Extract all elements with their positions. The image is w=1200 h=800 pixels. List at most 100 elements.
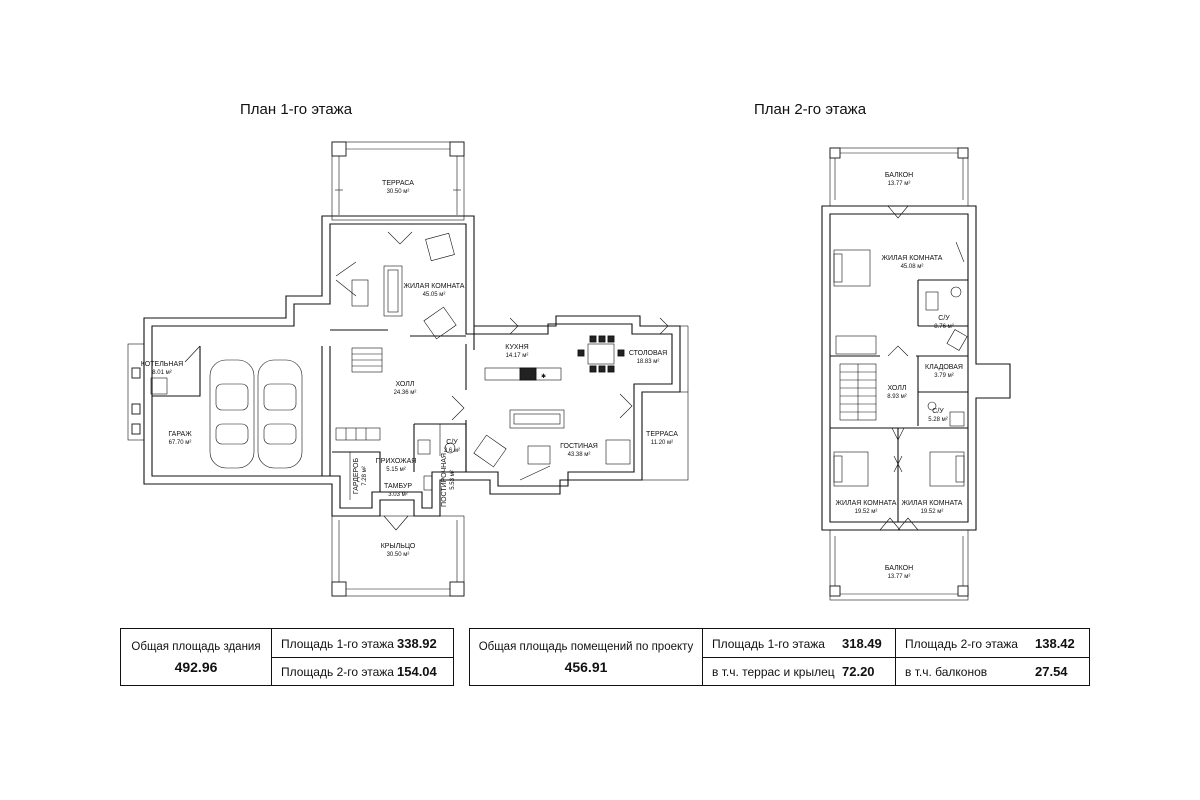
- svg-text:7.28 м²: 7.28 м²: [362, 466, 368, 485]
- svg-text:С/У: С/У: [932, 408, 944, 415]
- furniture-living: [351, 232, 457, 340]
- project-total-label: Общая площадь помещений по проекту: [478, 641, 694, 653]
- svg-text:8.76 м²: 8.76 м²: [934, 324, 953, 330]
- room-label-wc3: С/У 5.28 м²: [928, 408, 947, 423]
- floor1-walls: ✱: [127, 215, 689, 531]
- project-terraces-value: 72.20: [842, 664, 875, 679]
- svg-text:30.50 м²: 30.50 м²: [387, 189, 410, 195]
- svg-text:3.03 м²: 3.03 м²: [388, 492, 407, 498]
- room-label-vestibule: ТАМБУР 3.03 м²: [384, 483, 412, 498]
- svg-text:КРЫЛЬЦО: КРЫЛЬЦО: [381, 543, 416, 550]
- room-label-storage: КЛАДОВАЯ 3.79 м²: [925, 364, 963, 379]
- svg-text:11.20 м²: 11.20 м²: [651, 440, 673, 446]
- svg-text:3.6 м²: 3.6 м²: [444, 448, 460, 454]
- room-label-porch: КРЫЛЬЦО 30.50 м²: [381, 543, 416, 558]
- project-floor1-label: Площадь 1-го этажа: [712, 637, 825, 651]
- floor2-plan: БАЛКОН 13.77 м² ЖИЛАЯ КОМНАТА 45.08 м² С…: [821, 147, 1011, 601]
- room-label-balcony-top: БАЛКОН 13.77 м²: [885, 172, 913, 187]
- floor2-walls: [821, 147, 1011, 601]
- svg-text:30.50 м²: 30.50 м²: [387, 552, 410, 558]
- svg-text:5.53 м²: 5.53 м²: [450, 470, 456, 489]
- room-label-terrace-top: ТЕРРАСА 30.50 м²: [382, 180, 414, 195]
- project-floor1-value: 318.49: [842, 636, 882, 651]
- building-floor1-label: Площадь 1-го этажа: [281, 637, 394, 651]
- svg-text:13.77 м²: 13.77 м²: [888, 574, 911, 580]
- room-label-hall: ХОЛЛ 24.36 м²: [394, 381, 417, 396]
- room-label-kitchen: КУХНЯ 14.17 м²: [505, 344, 528, 359]
- svg-text:5.15 м²: 5.15 м²: [386, 467, 405, 473]
- svg-text:13.77 м²: 13.77 м²: [888, 181, 911, 187]
- svg-text:3.79 м²: 3.79 м²: [934, 373, 953, 379]
- project-floor2-value: 138.42: [1035, 636, 1075, 651]
- garage-cars: [209, 359, 303, 469]
- floor1-plan: ✱: [127, 141, 689, 597]
- svg-text:45.08 м²: 45.08 м²: [901, 264, 924, 270]
- room-label-hall2: ХОЛЛ 8.93 м²: [887, 385, 907, 400]
- building-floor2-value: 154.04: [397, 664, 437, 679]
- room-label-living: ЖИЛАЯ КОМНАТА 45.05 м²: [404, 283, 465, 298]
- svg-text:ПРИХОЖАЯ: ПРИХОЖАЯ: [376, 458, 417, 465]
- svg-text:ХОЛЛ: ХОЛЛ: [888, 385, 907, 392]
- svg-text:ЖИЛАЯ КОМНАТА: ЖИЛАЯ КОМНАТА: [836, 500, 897, 507]
- room-label-dining: СТОЛОВАЯ 18.83 м²: [629, 350, 667, 365]
- svg-text:СТОЛОВАЯ: СТОЛОВАЯ: [629, 350, 667, 357]
- svg-text:45.05 м²: 45.05 м²: [423, 292, 446, 298]
- svg-text:ГАРДЕРОБ: ГАРДЕРОБ: [353, 458, 360, 495]
- svg-text:ЖИЛАЯ КОМНАТА: ЖИЛАЯ КОМНАТА: [882, 255, 943, 262]
- room-label-garage: ГАРАЖ 67.70 м²: [168, 431, 192, 446]
- svg-text:БАЛКОН: БАЛКОН: [885, 565, 913, 572]
- svg-text:14.17 м²: 14.17 м²: [506, 353, 529, 359]
- building-total-value: 492.96: [174, 659, 218, 675]
- svg-text:ГОСТИНАЯ: ГОСТИНАЯ: [560, 443, 598, 450]
- room-label-boiler: КОТЕЛЬНАЯ 8.01 м²: [141, 361, 183, 376]
- svg-text:ТАМБУР: ТАМБУР: [384, 483, 412, 490]
- room-label-lounge: ГОСТИНАЯ 43.38 м²: [560, 443, 598, 458]
- svg-text:ПОСТИРОЧНАЯ: ПОСТИРОЧНАЯ: [441, 453, 448, 507]
- project-balconies-label: в т.ч. балконов: [905, 665, 988, 679]
- svg-text:8.93 м²: 8.93 м²: [887, 394, 906, 400]
- project-terraces-label: в т.ч. террас и крылец: [712, 665, 835, 679]
- room-label-wc2: С/У 8.76 м²: [934, 315, 953, 330]
- svg-text:ГАРАЖ: ГАРАЖ: [168, 431, 192, 438]
- room-label-entry: ПРИХОЖАЯ 5.15 м²: [376, 458, 417, 473]
- svg-text:5.28 м²: 5.28 м²: [928, 417, 947, 423]
- furniture-dining: [577, 335, 625, 373]
- svg-text:43.38 м²: 43.38 м²: [568, 452, 591, 458]
- svg-text:С/У: С/У: [446, 439, 458, 446]
- project-area-table: Общая площадь помещений по проекту 456.9…: [469, 628, 1090, 686]
- svg-text:19.52 м²: 19.52 м²: [855, 509, 878, 515]
- building-floor2-label: Площадь 2-го этажа: [281, 665, 394, 679]
- project-total-value: 456.91: [564, 659, 608, 675]
- terrace-top-structure: [331, 141, 465, 221]
- stairs-floor2: [839, 363, 877, 421]
- room-label-laundry: ПОСТИРОЧНАЯ 5.53 м²: [441, 453, 456, 507]
- room-label-wc1: С/У 3.6 м²: [444, 439, 460, 454]
- svg-text:ХОЛЛ: ХОЛЛ: [396, 381, 415, 388]
- svg-text:ЖИЛАЯ КОМНАТА: ЖИЛАЯ КОМНАТА: [902, 500, 963, 507]
- svg-text:КУХНЯ: КУХНЯ: [505, 344, 528, 351]
- room-label-bed-right: ЖИЛАЯ КОМНАТА 19.52 м²: [902, 500, 963, 515]
- furniture-lounge: [473, 409, 631, 481]
- svg-text:БАЛКОН: БАЛКОН: [885, 172, 913, 179]
- room-label-wardrobe: ГАРДЕРОБ 7.28 м²: [353, 458, 368, 495]
- room-label-bed-left: ЖИЛАЯ КОМНАТА 19.52 м²: [836, 500, 897, 515]
- floor-plans-drawing: ✱: [127, 141, 1011, 601]
- svg-text:С/У: С/У: [938, 315, 950, 322]
- stairs-floor1: [335, 347, 383, 441]
- svg-text:КЛАДОВАЯ: КЛАДОВАЯ: [925, 364, 963, 371]
- svg-text:8.01 м²: 8.01 м²: [152, 370, 171, 376]
- svg-text:ЖИЛАЯ КОМНАТА: ЖИЛАЯ КОМНАТА: [404, 283, 465, 290]
- svg-text:ТЕРРАСА: ТЕРРАСА: [382, 180, 414, 187]
- svg-text:КОТЕЛЬНАЯ: КОТЕЛЬНАЯ: [141, 361, 183, 368]
- porch-structure: [331, 515, 465, 597]
- svg-text:ТЕРРАСА: ТЕРРАСА: [646, 431, 678, 438]
- building-total-label: Общая площадь здания: [131, 641, 261, 653]
- project-balconies-value: 27.54: [1035, 664, 1068, 679]
- building-area-table: Общая площадь здания 492.96 Площадь 1-го…: [120, 628, 454, 686]
- svg-text:24.36 м²: 24.36 м²: [394, 390, 417, 396]
- svg-text:✱: ✱: [541, 373, 546, 380]
- svg-text:67.70 м²: 67.70 м²: [169, 440, 192, 446]
- floor1-plan-title: План 1-го этажа: [240, 101, 353, 118]
- svg-text:18.83 м²: 18.83 м²: [637, 359, 660, 365]
- svg-text:19.52 м²: 19.52 м²: [921, 509, 944, 515]
